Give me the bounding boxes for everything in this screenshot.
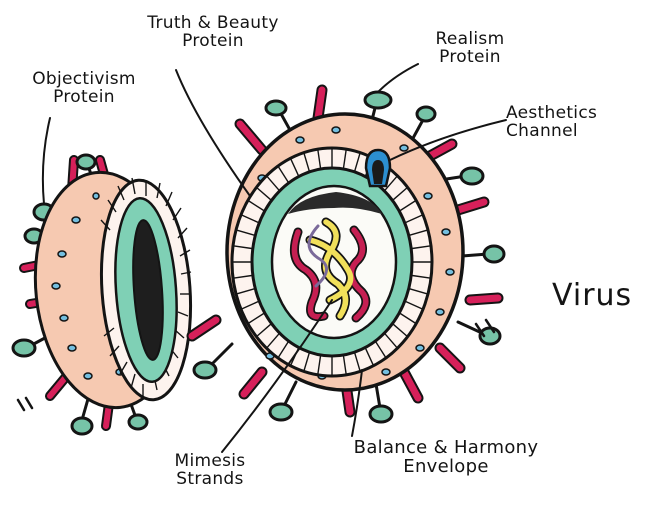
aesthetics-channel-label: Aesthetics Channel xyxy=(506,104,636,141)
leader-truth-beauty xyxy=(176,70,250,196)
leader-realism xyxy=(378,64,418,92)
truth-beauty-protein-label: Truth & Beauty Protein xyxy=(138,14,288,51)
realism-protein-label: Realism Protein xyxy=(420,30,520,67)
balance-harmony-envelope-label: Balance & Harmony Envelope xyxy=(316,438,576,477)
virus-title: Virus xyxy=(552,280,632,312)
right-virus xyxy=(192,90,504,422)
left-virus-half xyxy=(13,155,198,434)
leader-objectivism xyxy=(43,118,50,204)
mimesis-strands-label: Mimesis Strands xyxy=(150,452,270,489)
objectivism-protein-label: Objectivism Protein xyxy=(24,70,144,107)
aesthetics-channel-shape xyxy=(366,150,390,186)
